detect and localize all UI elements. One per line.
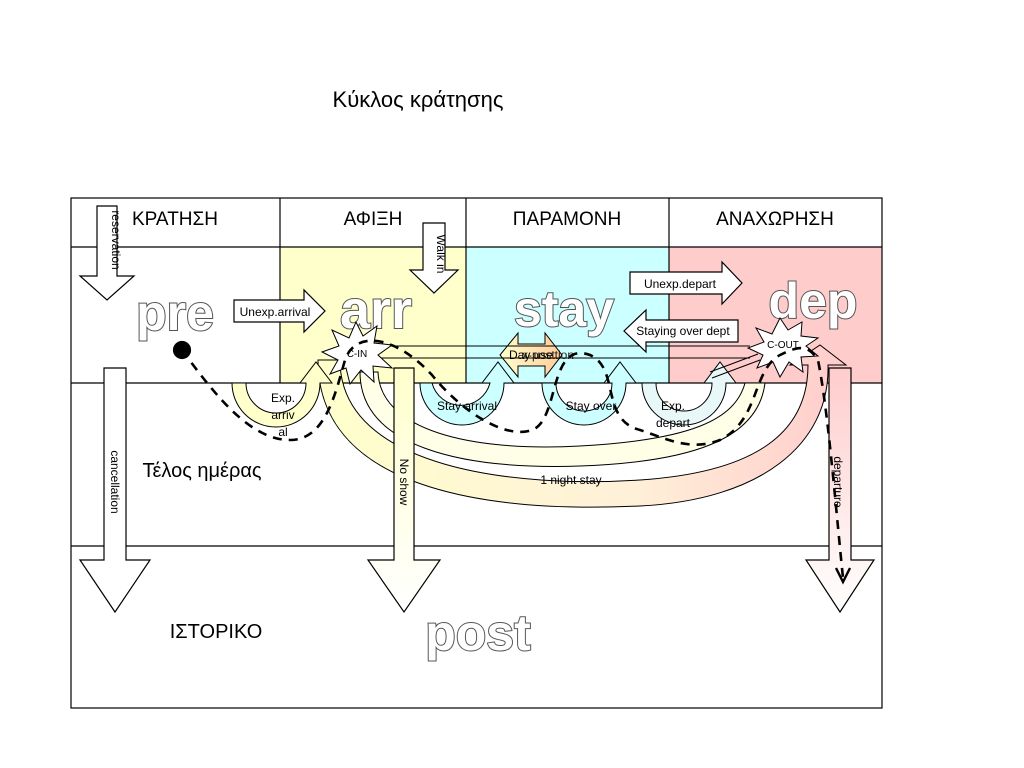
reservation-arrow xyxy=(78,205,136,301)
diagram-frame xyxy=(70,197,883,709)
unexp-arrival-arrow xyxy=(233,288,326,334)
reservation-label: reservation xyxy=(109,210,123,269)
exp-depart-label-2: depart xyxy=(656,416,691,430)
stay-over-uturn xyxy=(541,361,638,426)
phase-post: post xyxy=(425,605,531,661)
one-night-stay-label: 1 night stay xyxy=(540,473,601,487)
history-label: ΙΣΤΟΡΙΚΟ xyxy=(170,621,263,643)
departure-arrow xyxy=(804,367,876,614)
reservation-path-dashed xyxy=(172,339,845,579)
c-out-connector xyxy=(709,353,761,379)
departure-dashed-arrowhead xyxy=(834,567,852,585)
no-show-label: No show xyxy=(397,459,411,506)
stay-arrival-uturn xyxy=(419,361,516,426)
column-header-arrival: ΑΦΙΞΗ xyxy=(344,209,403,230)
column-header-reservation: ΚΡΑΤΗΣΗ xyxy=(132,209,218,230)
walk-in-label: Walk in xyxy=(434,235,448,274)
exp-arrival-uturn xyxy=(231,361,334,428)
end-of-day-label: Τέλος ημέρας xyxy=(142,460,261,482)
cancellation-label: cancellation xyxy=(108,450,122,513)
one-night-stay-arrow xyxy=(317,344,848,508)
check-out-label: C-OUT xyxy=(767,340,799,351)
cancellation-arrow xyxy=(78,367,152,614)
diagram-title: Κύκλος κράτησης xyxy=(333,87,504,112)
staying-over-dept-arrow xyxy=(623,308,739,354)
exp-depart-label-1: Exp. xyxy=(661,399,685,413)
phase-pre: pre xyxy=(136,285,214,341)
phase-stay: stay xyxy=(514,281,614,337)
unexp-depart-label: Unexp.depart xyxy=(644,277,717,291)
phase-dep: dep xyxy=(769,273,858,329)
arrival-to-depart-arrow xyxy=(359,371,766,467)
no-show-arrow xyxy=(366,367,442,614)
x-posttion-label: x-posttion xyxy=(522,348,574,362)
exp-arrival-label-3: al xyxy=(278,425,287,439)
check-in-burst xyxy=(320,320,394,386)
column-header-stay: ΠΑΡΑΜΟΝΗ xyxy=(513,209,621,230)
check-in-label: C-IN xyxy=(347,349,368,360)
day-use-arrow xyxy=(499,331,563,379)
exp-arrival-label-1: Exp. xyxy=(271,391,295,405)
staying-over-dept-label: Staying over dept xyxy=(636,324,730,338)
unexp-depart-arrow xyxy=(629,260,743,306)
check-out-burst xyxy=(746,317,820,379)
exp-arrival-label-2: arriv xyxy=(271,408,294,422)
stay-over-label: Stay over xyxy=(566,399,617,413)
stay-region xyxy=(466,247,669,383)
column-header-departure: ΑΝΑΧΩΡΗΣΗ xyxy=(716,209,834,230)
unexp-arrival-label: Unexp.arrival xyxy=(240,305,311,319)
walk-in-arrow xyxy=(408,222,460,294)
stay-arrival-label: Stay arrival xyxy=(437,399,497,413)
cin-to-cout-line xyxy=(380,345,750,359)
